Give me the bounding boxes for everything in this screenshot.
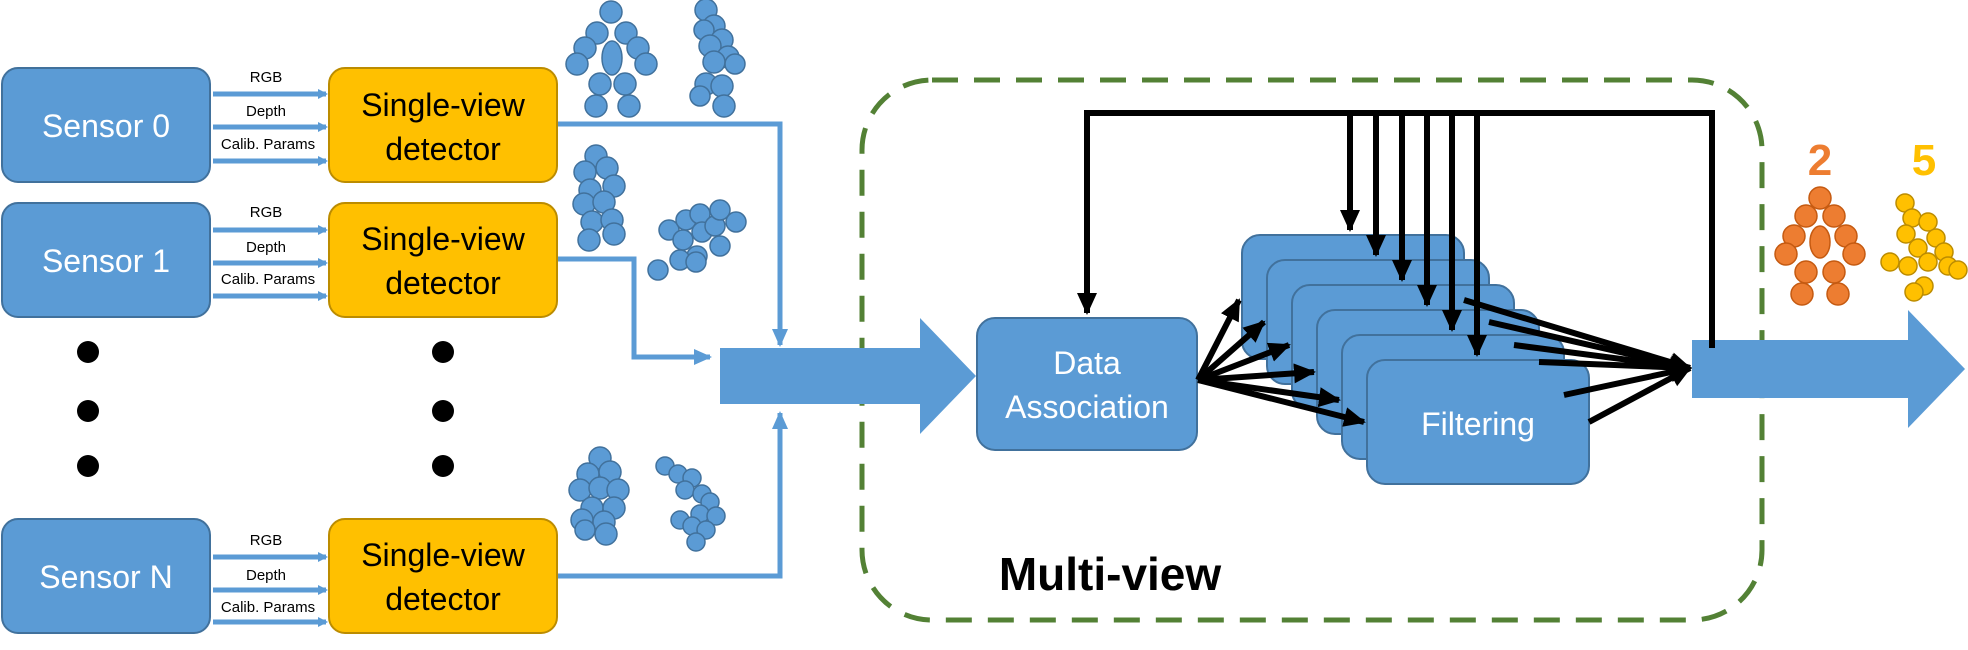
sensor-box-1 [1, 202, 211, 318]
detector-label-1-line1: Single-view [361, 221, 526, 257]
filter-convergence [1463, 297, 1692, 425]
association-fanout [1195, 298, 1366, 427]
skeleton-icon [689, 0, 746, 118]
detector-label-n-line2: detector [385, 581, 501, 617]
row-sensor-1: Sensor 1 RGB Depth Calib. Params Single-… [1, 202, 558, 318]
output-id-5: 5 [1912, 136, 1936, 185]
sensor-label-n: Sensor N [39, 559, 172, 595]
depth-label-0: Depth [246, 103, 286, 120]
skeleton-icon [1774, 186, 1866, 306]
detector-label-1-line2: detector [385, 265, 501, 301]
skeleton-icon [565, 0, 658, 118]
filtering-stack [1241, 234, 1590, 485]
output-id-2: 2 [1808, 136, 1832, 185]
data-association-label-line1: Data [1053, 345, 1121, 381]
skeleton-icon [655, 456, 726, 552]
detector-label-0-line1: Single-view [361, 87, 526, 123]
data-association-label-line2: Association [1005, 389, 1169, 425]
row-sensor-n: Sensor N RGB Depth Calib. Params Single-… [1, 518, 558, 634]
calib-label-n: Calib. Params [221, 599, 315, 616]
rgb-label-0: RGB [250, 69, 283, 86]
output-arrow [1692, 310, 1965, 428]
rgb-label-1: RGB [250, 204, 283, 221]
sensor-box-0 [1, 67, 211, 183]
detector-connectors [558, 121, 788, 579]
skeleton-icon [568, 446, 630, 546]
calib-label-0: Calib. Params [221, 136, 315, 153]
sensor-label-1: Sensor 1 [42, 243, 170, 279]
ellipsis-dots-icon [77, 341, 454, 477]
multi-view-label: Multi-view [999, 548, 1222, 600]
skeleton-icon [1880, 193, 1968, 302]
depth-label-n: Depth [246, 567, 286, 584]
detector-box-1 [328, 202, 558, 318]
sensor-box-n [1, 518, 211, 634]
row-sensor-0: Sensor 0 RGB Depth Calib. Params Single-… [1, 67, 558, 183]
detector-box-n [328, 518, 558, 634]
rgb-label-n: RGB [250, 532, 283, 549]
detector-box-0 [328, 67, 558, 183]
skeleton-icon [647, 199, 747, 281]
merge-arrow [720, 318, 976, 434]
depth-label-1: Depth [246, 239, 286, 256]
data-association-box [976, 317, 1198, 451]
calib-label-1: Calib. Params [221, 271, 315, 288]
detector-label-n-line1: Single-view [361, 537, 526, 573]
skeleton-icon [572, 144, 626, 252]
detector-label-0-line2: detector [385, 131, 501, 167]
sensor-label-0: Sensor 0 [42, 108, 170, 144]
filtering-label: Filtering [1421, 406, 1535, 442]
feedback-loop [1077, 110, 1715, 357]
